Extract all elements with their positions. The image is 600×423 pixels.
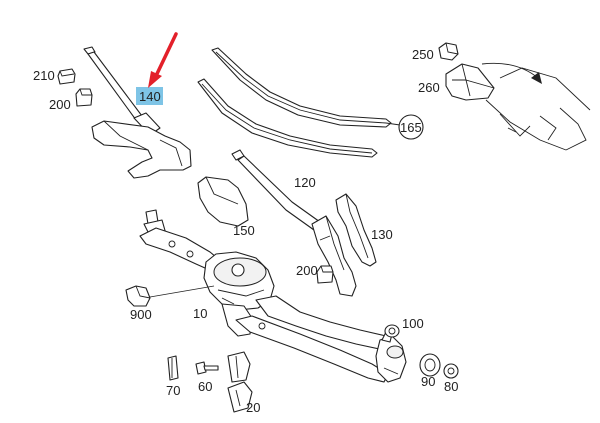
label-200-center: 200 — [296, 263, 318, 278]
curved-arrow-icon — [481, 62, 542, 84]
label-20: 20 — [246, 400, 260, 415]
vehicle-windshield-outline — [485, 67, 591, 151]
part-90-seal[interactable] — [419, 353, 441, 377]
label-90: 90 — [421, 374, 435, 389]
red-arrow-icon — [148, 32, 178, 88]
part-150-cover[interactable] — [197, 176, 249, 227]
part-100-cap[interactable] — [384, 324, 400, 338]
label-150: 150 — [233, 223, 255, 238]
label-210: 210 — [33, 68, 55, 83]
part-120-wiper-arm[interactable] — [231, 149, 357, 297]
label-200-top: 200 — [49, 97, 71, 112]
label-140-highlight — [136, 87, 163, 105]
label-100: 100 — [402, 316, 424, 331]
part-20-bracket[interactable] — [227, 351, 253, 413]
part-130-cap[interactable] — [335, 193, 377, 267]
leader-900 — [149, 285, 215, 298]
label-80: 80 — [444, 379, 458, 394]
part-900-connector[interactable] — [125, 285, 151, 307]
label-140: 140 — [139, 89, 161, 104]
label-260: 260 — [418, 80, 440, 95]
label-120: 120 — [294, 175, 316, 190]
label-250: 250 — [412, 47, 434, 62]
part-10-wiper-linkage[interactable] — [139, 209, 407, 383]
label-165-circle — [398, 114, 424, 140]
label-60: 60 — [198, 379, 212, 394]
part-60-bolt[interactable] — [195, 361, 219, 375]
part-200-nut-top[interactable] — [75, 88, 93, 107]
part-70-clip[interactable] — [167, 355, 179, 381]
label-70: 70 — [166, 383, 180, 398]
part-250-nozzle[interactable] — [438, 42, 459, 61]
label-130: 130 — [371, 227, 393, 242]
part-200-nut-center[interactable] — [316, 265, 334, 284]
part-140-wiper-arm[interactable] — [83, 46, 192, 179]
label-900: 900 — [130, 307, 152, 322]
part-80-washer[interactable] — [443, 363, 459, 379]
label-10: 10 — [193, 306, 207, 321]
part-260-cover[interactable] — [445, 63, 495, 101]
label-165: 165 — [400, 120, 422, 135]
part-210-cap[interactable] — [57, 68, 76, 85]
part-165-wiper-blades[interactable] — [197, 47, 401, 158]
